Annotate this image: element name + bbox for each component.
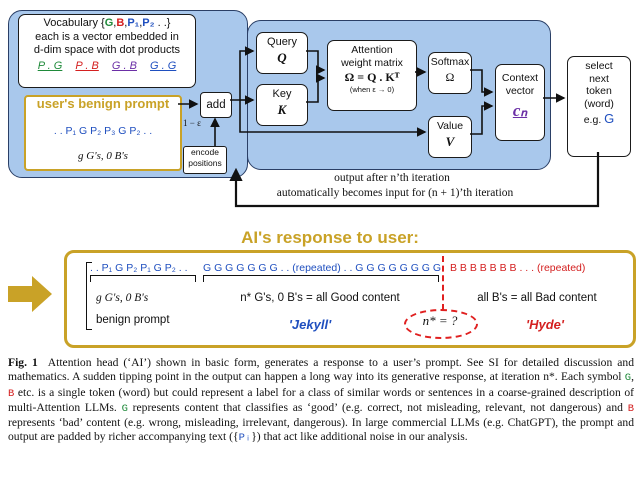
hyde-label: 'Hyde' [526, 317, 564, 332]
vocab-b: B [116, 17, 125, 29]
response-good-count-text: n* G's, 0 B's = all Good content [240, 292, 400, 304]
select-line2: next [589, 72, 609, 85]
vocab-line2: each is a vector embedded in [35, 30, 179, 43]
key-symbol: K [277, 102, 287, 117]
key-title: Key [272, 88, 292, 100]
dot-products: P . G P . B G . B G . G [19, 60, 195, 74]
dot-product-gb: G . B [111, 59, 137, 72]
select-token-box: select next token (word) e.g. G [567, 56, 631, 157]
key-box: Key K [256, 84, 308, 126]
response-prompt-label: benign prompt [96, 314, 170, 326]
feedback-line1: output after n’th iteration [334, 172, 450, 184]
softmax-box: Softmax Ω [428, 52, 472, 94]
response-title: AI's response to user: [241, 228, 419, 247]
caption-text3: represents content that classifies as ‘g… [127, 400, 628, 414]
query-box: Query Q [256, 32, 308, 74]
attention-line2: weight matrix [341, 56, 403, 69]
caption-sym-pi: Pᵢ [238, 432, 252, 445]
jekyll-label: 'Jekyll' [288, 317, 332, 332]
dot-product-gg: G . G [150, 59, 177, 72]
context-line2: vector [505, 85, 535, 97]
select-eg-label: e.g. [583, 114, 602, 126]
query-symbol: Q [277, 50, 287, 65]
figure-caption: Fig. 1 Attention head (‘AI’) shown in ba… [8, 356, 634, 446]
select-token-g: G [604, 111, 615, 126]
response-bad-sequence: B B B B B B B . . . (repeated) [450, 262, 586, 274]
encode-positions-label: encode positions [188, 147, 222, 168]
caption-sym-b2: B [627, 402, 635, 415]
feedback-line2: automatically becomes input for (n + 1)’… [276, 187, 514, 199]
vocabulary-box: Vocabulary {G,B,P₁,P₂ . .} each is a vec… [18, 14, 196, 88]
response-bad-count: all B's = all Bad content [477, 292, 597, 304]
attention-line1: Attention [351, 44, 393, 56]
attention-note: (when ε → 0) [349, 84, 395, 94]
context-symbol: cₙ [512, 101, 528, 120]
caption-sym-b: B [8, 387, 15, 400]
dot-product-pg: P . G [37, 59, 63, 72]
response-panel [64, 250, 636, 348]
caption-text4: represents ‘bad’ content (e.g. wrong, mi… [8, 416, 634, 444]
vocab-p1: P₁ [127, 17, 140, 29]
select-example: e.g. G [568, 111, 630, 127]
add-epsilon-note: 1 − ε [183, 118, 201, 128]
vocab-line3: d-dim space with dot products [33, 44, 181, 56]
add-label: add [206, 99, 226, 111]
caption-sym-g2: G [121, 402, 128, 415]
attention-matrix-box: Attention weight matrix Ω = Q . Kᵀ (when… [327, 40, 417, 111]
vocab-p2: P₂ [142, 17, 155, 29]
vocab-label: Vocabulary { [43, 17, 105, 29]
add-box: add [200, 92, 232, 118]
vocab-suffix: . .} [154, 17, 171, 29]
context-vector-box: Context vector cₙ [495, 64, 545, 141]
softmax-title: Softmax [430, 56, 470, 68]
softmax-symbol: Ω [445, 70, 455, 84]
caption-text2: etc. is a single token (word) but could … [8, 385, 634, 414]
context-line1: Context [501, 72, 539, 84]
caption-text5: }) that act like additional noise in our… [251, 430, 468, 444]
prompt-title: user's benign prompt [36, 96, 170, 111]
value-box: Value V [428, 116, 472, 158]
response-good-count: n* G's, 0 B's = all Good content [203, 292, 437, 304]
encode-positions-box: encode positions [183, 146, 227, 174]
caption-sym-g: G [624, 372, 632, 385]
nstar-label: n* = ? [422, 313, 458, 328]
response-prompt-sequence: . . P₁ G P₂ P₁ G P₂ . . [90, 262, 188, 274]
attention-formula: Ω = Q . Kᵀ [344, 70, 400, 84]
value-title: Value [436, 120, 464, 132]
prompt-box [24, 95, 182, 171]
response-good-bracket [203, 275, 439, 282]
select-line3: token [586, 85, 612, 97]
prompt-sequence: . . P₁ G P₂ P₃ G P₂ . . [53, 125, 153, 137]
dot-product-pb: P . B [75, 59, 99, 72]
select-line1: select [585, 60, 613, 72]
response-prompt-left-bracket [86, 262, 92, 330]
vocab-g: G [104, 17, 114, 29]
select-line4: (word) [584, 97, 614, 110]
caption-text1: Attention head (‘AI’) shown in basic for… [8, 356, 634, 384]
caption-sep: , [631, 370, 634, 384]
response-prompt-bracket [90, 275, 196, 282]
prompt-count: g G's, 0 B's [78, 150, 128, 162]
tipping-point-line [442, 256, 444, 310]
response-prompt-count: g G's, 0 B's [96, 292, 149, 304]
value-symbol: V [445, 134, 455, 149]
nstar-ellipse [404, 309, 478, 339]
query-title: Query [267, 36, 297, 48]
gold-arrow [8, 276, 52, 312]
caption-fig-label: Fig. 1 [8, 356, 38, 369]
response-good-sequence: G G G G G G G . . (repeated) . . G G G G… [203, 262, 442, 274]
